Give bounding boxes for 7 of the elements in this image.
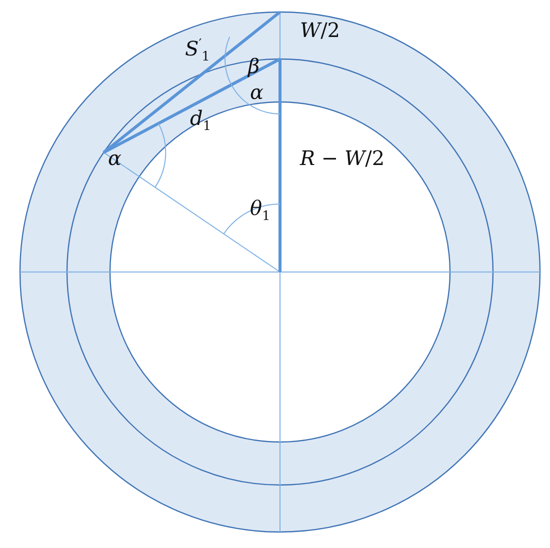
math-label: W/2: [300, 20, 340, 40]
math-label: θ$_{1}$: [250, 198, 270, 223]
math-label: R − W/2: [300, 148, 385, 168]
math-label: β: [248, 56, 260, 76]
math-label: d$_{1}$: [190, 108, 212, 133]
math-label: α: [108, 148, 122, 168]
math-label: α: [250, 82, 264, 102]
